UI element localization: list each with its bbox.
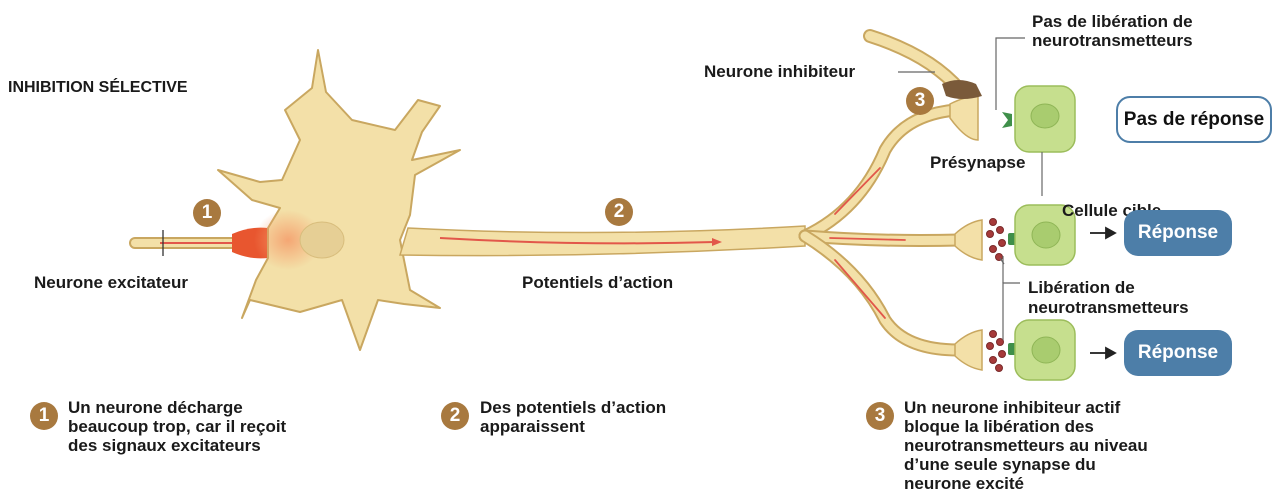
response-box-2: Réponse <box>1124 330 1232 376</box>
label-no-release: Pas de libération de neurotransmetteurs <box>1032 12 1193 50</box>
marker-3-icon: 3 <box>906 87 934 115</box>
main-axon <box>400 226 805 256</box>
presynapse-terminal-middle <box>955 220 982 260</box>
caption-marker-1-icon: 1 <box>30 402 58 430</box>
soma-nucleus <box>300 222 344 258</box>
marker-1-icon: 1 <box>193 199 221 227</box>
caption-3: Un neurone inhibiteur actif bloque la li… <box>904 398 1204 493</box>
label-inhibitory-neuron: Neurone inhibiteur <box>704 62 855 82</box>
label-release: Libération de neurotransmetteurs <box>1028 278 1189 318</box>
axon-branches <box>805 110 960 350</box>
receptors <box>1002 112 1016 355</box>
caption-marker-3-icon: 3 <box>866 402 894 430</box>
caption-1: Un neurone décharge beaucoup trop, car i… <box>68 398 358 455</box>
presynapse-terminal-top <box>950 96 978 140</box>
page-title: INHIBITION SÉLECTIVE <box>8 78 188 98</box>
marker-2-icon: 2 <box>605 198 633 226</box>
label-action-potentials: Potentiels d’action <box>522 273 673 293</box>
caption-2: Des potentiels d’action apparaissent <box>480 398 740 436</box>
neuron-soma <box>218 50 460 350</box>
caption-marker-2-icon: 2 <box>441 402 469 430</box>
label-presynapse: Présynapse <box>930 153 1025 173</box>
presynapse-terminal-bottom <box>955 330 982 370</box>
label-excitatory-neuron: Neurone excitateur <box>34 273 188 293</box>
response-box-1: Réponse <box>1124 210 1232 256</box>
target-cells <box>1015 86 1075 380</box>
no-response-box: Pas de réponse <box>1116 96 1272 143</box>
